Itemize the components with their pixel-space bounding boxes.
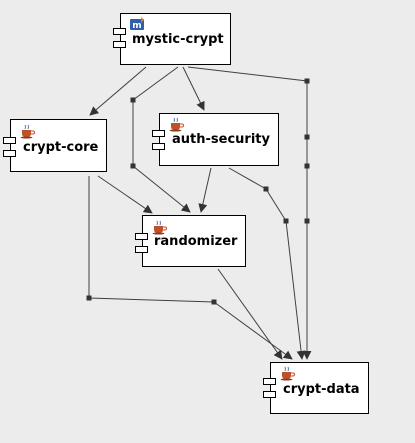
component-tab-icon [263,378,276,385]
component-tab-icon [152,130,165,137]
edge-bend-point[interactable] [283,218,289,224]
edge-bend-point[interactable] [130,163,136,169]
java-cup-icon [280,366,295,381]
component-tab-icon [3,150,16,157]
module-node-crypt-core[interactable]: crypt-core [3,119,107,172]
edge-mystic-crypt-to-auth-security [182,66,205,111]
edge-crypt-core-to-crypt-data [88,176,293,360]
java-cup-icon [152,220,167,235]
edge-bend-point[interactable] [304,134,310,140]
module-label: crypt-core [23,140,99,155]
edge-randomizer-to-crypt-data [217,268,283,360]
component-tab-icon [3,137,16,144]
edge-bend-point[interactable] [263,186,269,192]
module-node-auth-security[interactable]: auth-security [152,113,279,166]
edge-auth-security-to-crypt-data [228,167,306,360]
module-label: mystic-crypt [132,32,224,47]
component-tab-icon [113,41,126,48]
edge-crypt-core-to-randomizer [97,175,153,214]
edge-bend-point[interactable] [304,78,310,84]
edge-mystic-crypt-to-crypt-core [89,66,147,116]
maven-module-icon: m [130,17,144,31]
edge-auth-security-to-randomizer [198,167,212,213]
component-tab-icon [263,391,276,398]
component-tab-icon [135,233,148,240]
svg-text:m: m [132,21,141,31]
module-label: crypt-data [283,382,360,397]
edge-bend-point[interactable] [211,299,217,305]
module-node-crypt-data[interactable]: crypt-data [263,362,369,414]
edge-bend-point[interactable] [130,97,136,103]
edge-bend-point[interactable] [86,295,92,301]
module-node-randomizer[interactable]: randomizer [135,215,246,267]
edge-bend-point[interactable] [304,218,310,224]
component-tab-icon [135,246,148,253]
edge-mystic-crypt-to-crypt-data [187,66,312,360]
module-node-mystic-crypt[interactable]: m mystic-crypt [113,13,231,65]
java-cup-icon [169,117,184,132]
component-tab-icon [113,28,126,35]
java-cup-icon [20,124,35,139]
edge-bend-point[interactable] [304,163,310,169]
edge-mystic-crypt-to-randomizer [132,66,191,213]
component-tab-icon [152,143,165,150]
module-label: randomizer [154,234,238,249]
module-label: auth-security [172,132,270,147]
